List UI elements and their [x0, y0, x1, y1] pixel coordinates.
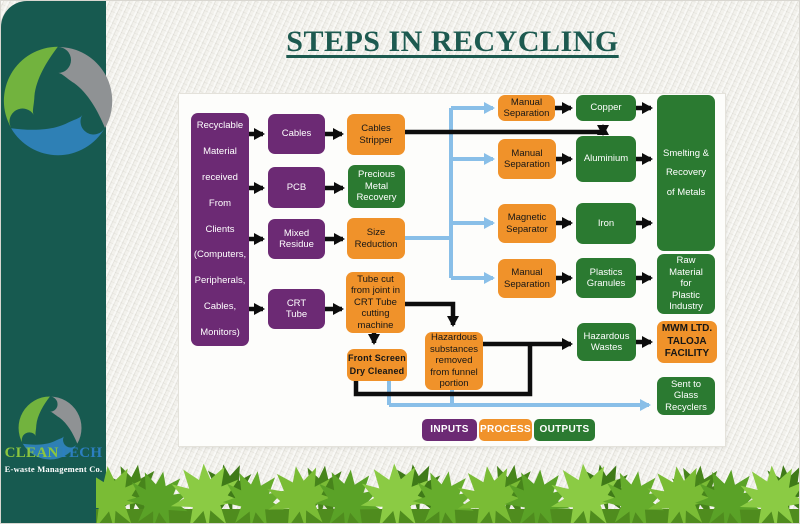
- logo-tech: TECH: [58, 445, 103, 461]
- node-aluminium: Aluminium: [576, 136, 636, 182]
- node-magnetic-separator: Magnetic Separator: [498, 204, 556, 243]
- node-cables-stripper: Cables Stripper: [347, 114, 405, 155]
- title-bar: STEPS IN RECYCLING: [106, 25, 799, 59]
- diagram-panel: [179, 94, 725, 446]
- logo-clean: CLEAN: [4, 445, 59, 461]
- sidebar-band: CLEANTECH E-waste Management Co.: [1, 1, 113, 523]
- leaves-back-row: [101, 461, 799, 523]
- cleantech-swirl-icon: [1, 41, 113, 161]
- node-plastics-granules: Plastics Granules: [576, 258, 636, 298]
- node-iron: Iron: [576, 203, 636, 244]
- leaves-front-row: [96, 461, 799, 523]
- node-mwm-facility: MWM LTD. TALOJA FACILITY: [657, 321, 717, 363]
- node-sent-to-glass: Sent to Glass Recyclers: [657, 377, 715, 415]
- node-recyclable-material: Recyclable Material received From Client…: [191, 113, 249, 346]
- node-raw-material: Raw Material for Plastic Industry: [657, 254, 715, 314]
- node-tube-cut: Tube cut from joint in CRT Tube cutting …: [346, 272, 405, 333]
- leaves-border-decoration: [96, 461, 799, 523]
- node-front-screen: Front Screen Dry Cleaned: [347, 349, 407, 381]
- node-precious-metal-recovery: Precious Metal Recovery: [348, 165, 405, 208]
- node-manual-separation-1: Manual Separation: [498, 95, 555, 121]
- logo-tagline: E-waste Management Co.: [4, 464, 103, 474]
- page-title: STEPS IN RECYCLING: [286, 25, 619, 58]
- node-smelting: Smelting & Recovery of Metals: [657, 95, 715, 251]
- legend-outputs: OUTPUTS: [534, 419, 595, 441]
- node-size-reduction: Size Reduction: [347, 218, 405, 259]
- node-hazardous-substances: Hazardous substances removed from funnel…: [425, 332, 483, 390]
- node-manual-separation-2: Manual Separation: [498, 139, 556, 179]
- node-pcb: PCB: [268, 167, 325, 208]
- legend-process: PROCESS: [479, 419, 532, 441]
- cleantech-logo-text: CLEANTECH: [1, 445, 106, 462]
- legend-inputs: INPUTS: [422, 419, 477, 441]
- node-copper: Copper: [576, 95, 636, 121]
- node-mixed-residue: Mixed Residue: [268, 219, 325, 259]
- node-manual-separation-3: Manual Separation: [498, 259, 556, 298]
- node-cables: Cables: [268, 114, 325, 154]
- node-hazardous-wastes: Hazardous Wastes: [577, 323, 636, 361]
- node-crt-tube: CRT Tube: [268, 289, 325, 329]
